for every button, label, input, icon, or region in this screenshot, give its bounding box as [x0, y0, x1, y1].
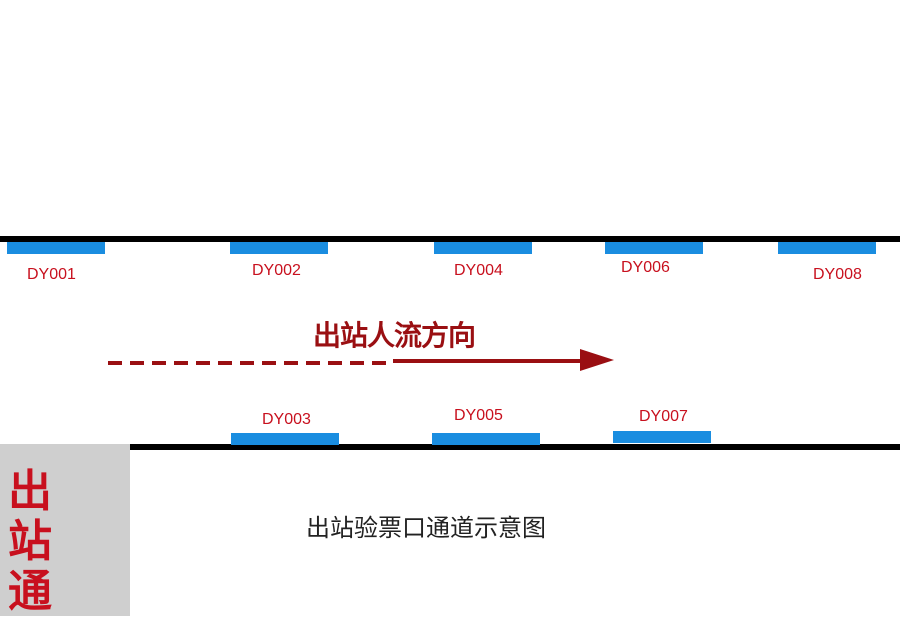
exit-passage-char-3: 通	[8, 566, 52, 617]
flow-arrow-head	[580, 349, 614, 371]
gate-label-dy005: DY005	[454, 407, 503, 424]
gate-dy005	[432, 433, 540, 445]
exit-passage-char-2: 站	[8, 516, 52, 567]
gate-dy008	[778, 242, 876, 254]
gate-label-dy003: DY003	[262, 411, 311, 428]
flow-direction-label: 出站人流方向	[313, 319, 476, 352]
gate-dy001	[7, 242, 105, 254]
bottom-wall	[130, 444, 900, 450]
exit-passage-box	[0, 444, 130, 616]
gate-label-dy004: DY004	[454, 262, 503, 279]
gate-dy003	[231, 433, 339, 445]
gate-label-dy006: DY006	[621, 259, 670, 276]
gate-dy007	[613, 431, 711, 443]
gate-dy006	[605, 242, 703, 254]
gate-dy002	[230, 242, 328, 254]
diagram-caption: 出站验票口通道示意图	[306, 514, 546, 542]
gate-label-dy007: DY007	[639, 408, 688, 425]
top-wall	[0, 236, 900, 242]
gate-label-dy008: DY008	[813, 266, 862, 283]
exit-passage-char-1: 出	[8, 466, 52, 517]
gate-label-dy001: DY001	[27, 266, 76, 283]
gate-label-dy002: DY002	[252, 262, 301, 279]
gate-dy004	[434, 242, 532, 254]
